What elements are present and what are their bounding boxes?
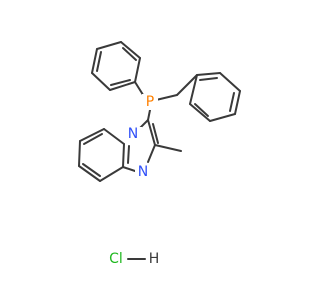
bond [229, 92, 235, 112]
bond [91, 48, 98, 74]
phenyl-ring-left [91, 41, 141, 91]
phenyl-ring-right [176, 72, 241, 122]
bond [189, 103, 211, 122]
structure-diagram: P N N Cl H [78, 41, 241, 267]
bond [234, 90, 241, 115]
bond [103, 128, 125, 145]
bond [83, 133, 103, 145]
bond [127, 145, 130, 164]
bond [154, 144, 182, 152]
bond [122, 47, 137, 61]
bond [147, 144, 156, 163]
bond [78, 140, 81, 167]
bond [99, 166, 124, 182]
bond [147, 109, 151, 121]
bond [209, 113, 236, 122]
hydrogen-atom: H [149, 251, 160, 267]
pyridine-ring [78, 128, 125, 182]
bond [109, 81, 136, 91]
bond [120, 41, 141, 59]
bond [196, 72, 221, 76]
bond [199, 77, 218, 81]
bond [189, 74, 198, 105]
bond [147, 119, 156, 146]
bridgehead-nitrogen-atom: N [128, 126, 138, 142]
bond [110, 79, 131, 86]
bond [96, 51, 102, 72]
chlorine-atom: Cl [109, 251, 123, 267]
bond [96, 41, 122, 50]
phosphorus-atom: P [146, 94, 154, 110]
bond [82, 163, 101, 177]
bond [219, 72, 241, 92]
bond [122, 143, 125, 168]
bond [78, 165, 101, 182]
imidazole-nitrogen-atom: N [138, 164, 148, 180]
bond [134, 57, 141, 83]
bond [155, 94, 178, 101]
bond [91, 72, 111, 91]
bond [194, 103, 209, 117]
bond [79, 128, 105, 142]
bond [176, 74, 198, 96]
bond [152, 123, 159, 144]
